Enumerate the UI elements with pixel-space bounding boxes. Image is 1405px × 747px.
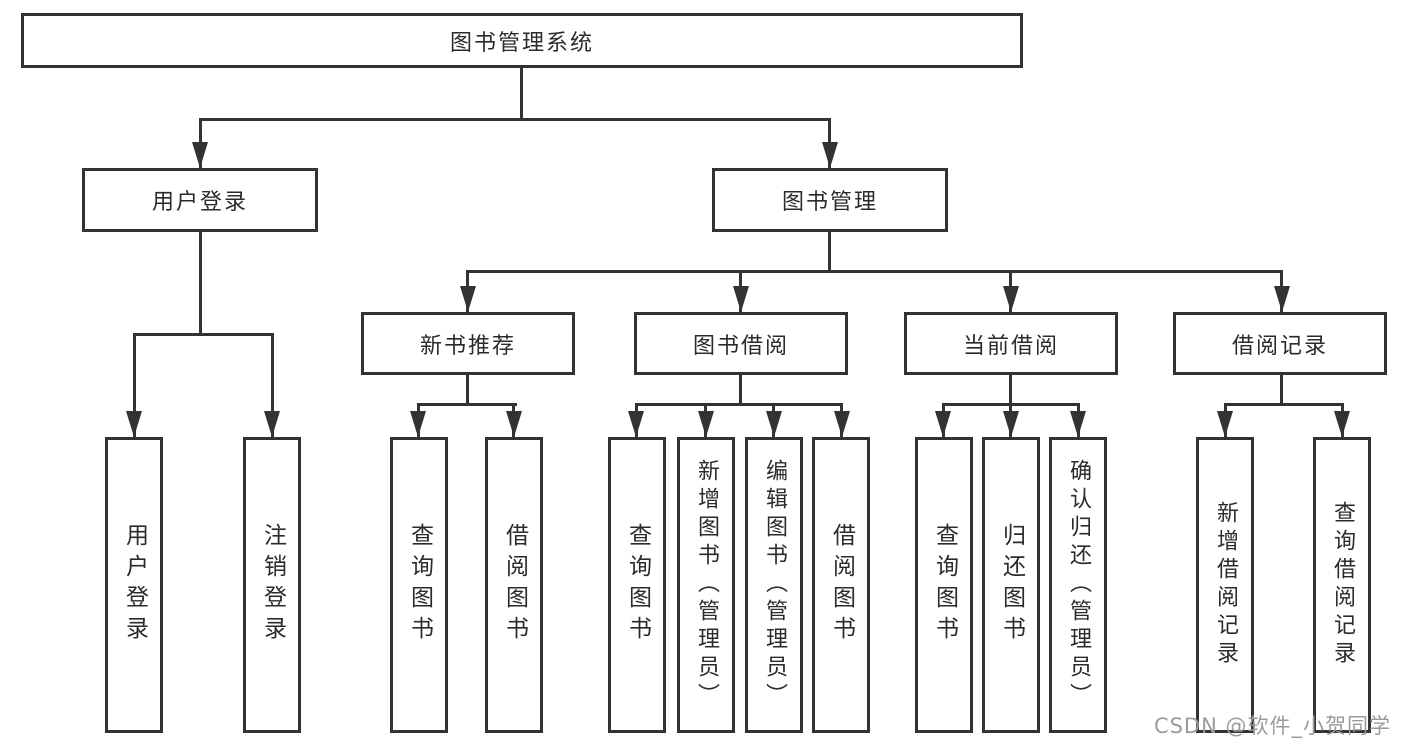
leaf-return-books: 归还图书 (982, 437, 1040, 733)
leaf-add-borrow-record: 新增借阅记录 (1196, 437, 1254, 733)
arrow-down-icon (628, 411, 644, 437)
leaf-query-books: 查询图书 (608, 437, 666, 733)
node-label: 新书推荐 (419, 333, 516, 359)
arrow-down-icon (822, 142, 838, 168)
arrow-down-icon (733, 286, 749, 312)
node-library-management-system: 图书管理系统 (21, 13, 1023, 68)
connector-line (133, 333, 274, 336)
node-label: 用户登录 (151, 190, 248, 215)
leaf-edit-books-admin: 编辑图书（管理员） (745, 437, 803, 733)
connector-line (520, 68, 523, 121)
arrow-down-icon (460, 286, 476, 312)
connector-line (635, 403, 843, 406)
arrow-down-icon (1217, 411, 1233, 437)
arrow-down-icon (1003, 411, 1019, 437)
node-borrowing-records: 借阅记录 (1173, 312, 1387, 375)
arrow-down-icon (698, 411, 714, 437)
arrow-down-icon (1070, 411, 1086, 437)
connector-line (1224, 403, 1344, 406)
connector-line (466, 375, 469, 406)
leaf-label: 查询图书 (624, 523, 651, 647)
leaf-borrow-books: 借阅图书 (812, 437, 870, 733)
arrow-down-icon (834, 411, 850, 437)
connector-line (199, 118, 523, 121)
leaf-label: 新增借阅记录 (1213, 501, 1238, 669)
arrow-down-icon (192, 142, 208, 168)
node-label: 图书借阅 (692, 333, 789, 359)
node-label: 借阅记录 (1231, 333, 1328, 359)
leaf-query-books: 查询图书 (390, 437, 448, 733)
leaf-query-books: 查询图书 (915, 437, 973, 733)
arrow-down-icon (410, 411, 426, 437)
arrow-down-icon (126, 411, 142, 437)
csdn-watermark: CSDN @软件_小贺同学 (1153, 714, 1391, 738)
arrow-down-icon (766, 411, 782, 437)
leaf-label: 归还图书 (998, 523, 1025, 647)
leaf-borrow-books: 借阅图书 (485, 437, 543, 733)
leaf-label: 借阅图书 (501, 523, 528, 647)
leaf-confirm-return-admin: 确认归还（管理员） (1049, 437, 1107, 733)
connector-line (1009, 375, 1012, 406)
node-book-borrowing: 图书借阅 (634, 312, 848, 375)
leaf-query-borrow-record: 查询借阅记录 (1313, 437, 1371, 733)
arrow-down-icon (1003, 286, 1019, 312)
leaf-label: 查询借阅记录 (1330, 501, 1355, 669)
node-new-book-recommendation: 新书推荐 (361, 312, 575, 375)
node-user-login: 用户登录 (82, 168, 318, 232)
leaf-label: 查询图书 (931, 523, 958, 647)
arrow-down-icon (935, 411, 951, 437)
node-book-management: 图书管理 (712, 168, 948, 232)
connector-line (133, 333, 136, 437)
node-label: 当前借阅 (962, 333, 1059, 359)
leaf-label: 借阅图书 (828, 523, 855, 647)
node-label: 图书管理系统 (449, 30, 594, 56)
leaf-label: 确认归还（管理员） (1066, 459, 1091, 711)
connector-line (417, 403, 517, 406)
leaf-label: 编辑图书（管理员） (762, 459, 787, 711)
leaf-logout: 注销登录 (243, 437, 301, 733)
arrow-down-icon (506, 411, 522, 437)
node-current-borrowing: 当前借阅 (904, 312, 1118, 375)
arrow-down-icon (264, 411, 280, 437)
connector-line (739, 375, 742, 406)
connector-line (199, 232, 202, 336)
connector-line (1280, 375, 1283, 406)
leaf-label: 用户登录 (121, 523, 148, 647)
arrow-down-icon (1274, 286, 1290, 312)
leaf-label: 新增图书（管理员） (694, 459, 719, 711)
connector-line (828, 232, 831, 273)
leaf-label: 注销登录 (259, 523, 286, 647)
connector-line (466, 270, 1283, 273)
leaf-label: 查询图书 (406, 523, 433, 647)
node-label: 图书管理 (781, 190, 878, 215)
connector-line (271, 333, 274, 437)
connector-line (520, 118, 831, 121)
leaf-add-books-admin: 新增图书（管理员） (677, 437, 735, 733)
arrow-down-icon (1334, 411, 1350, 437)
leaf-user-login: 用户登录 (105, 437, 163, 733)
